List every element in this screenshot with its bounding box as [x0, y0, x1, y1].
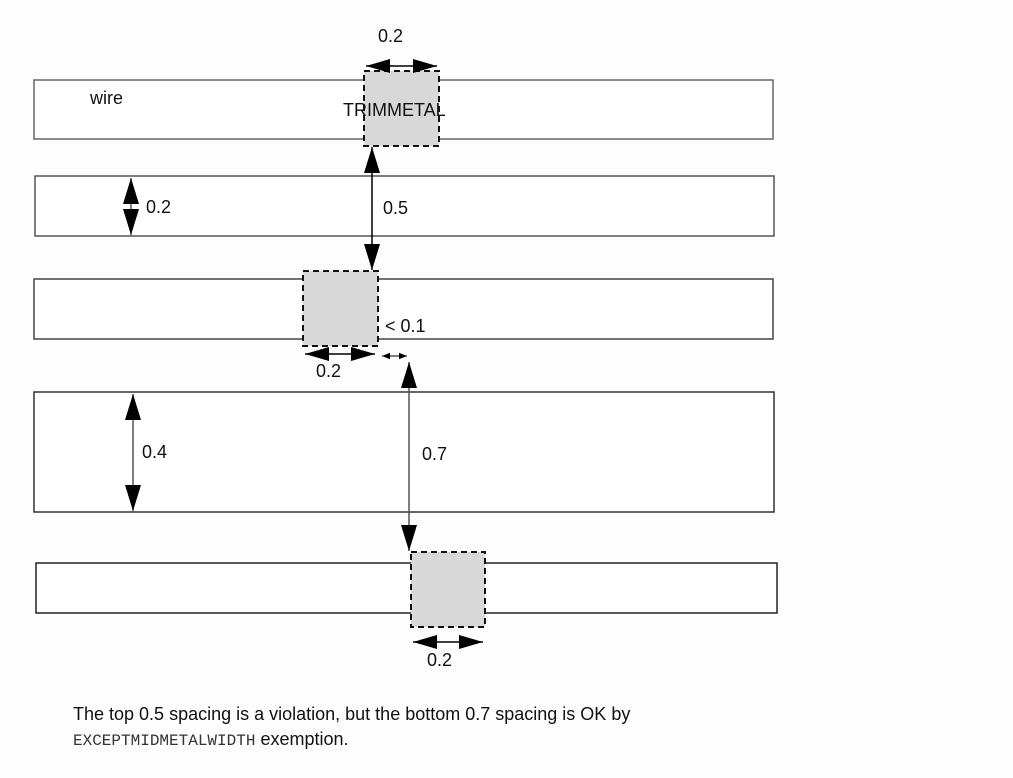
trimmetal-top	[363, 70, 440, 147]
caption: The top 0.5 spacing is a violation, but …	[73, 702, 630, 754]
dim-label-bottom-trim-width: 0.2	[427, 650, 452, 670]
caption-line-2-rest: exemption.	[255, 729, 349, 749]
dim-label-wire-width: 0.2	[146, 197, 171, 217]
caption-line-1: The top 0.5 spacing is a violation, but …	[73, 704, 631, 724]
trimmetal-label: TRIMMETAL	[343, 100, 446, 120]
dim-label-bottom-spacing: 0.7	[422, 444, 447, 464]
caption-keyword: EXCEPTMIDMETALWIDTH	[73, 732, 256, 750]
wire-label: wire	[89, 88, 123, 108]
caption-line-2: EXCEPTMIDMETALWIDTH exemption.	[73, 727, 630, 754]
dim-label-top-trim-width: 0.2	[378, 26, 403, 46]
dim-label-mid-gap: < 0.1	[385, 316, 426, 336]
trimmetal-mid	[302, 270, 379, 347]
dim-label-wide-wire-width: 0.4	[142, 442, 167, 462]
wire-5	[35, 562, 778, 614]
wire-2	[34, 175, 775, 237]
wire-3	[33, 278, 774, 340]
dim-label-mid-trim-width: 0.2	[316, 361, 341, 381]
trimmetal-bottom	[410, 551, 486, 628]
dim-label-top-spacing: 0.5	[383, 198, 408, 218]
trimmetal-spacing-diagram: wire TRIMMETAL 0.2 0.2 0.5 < 0.1 0.2 0.4…	[33, 26, 778, 670]
